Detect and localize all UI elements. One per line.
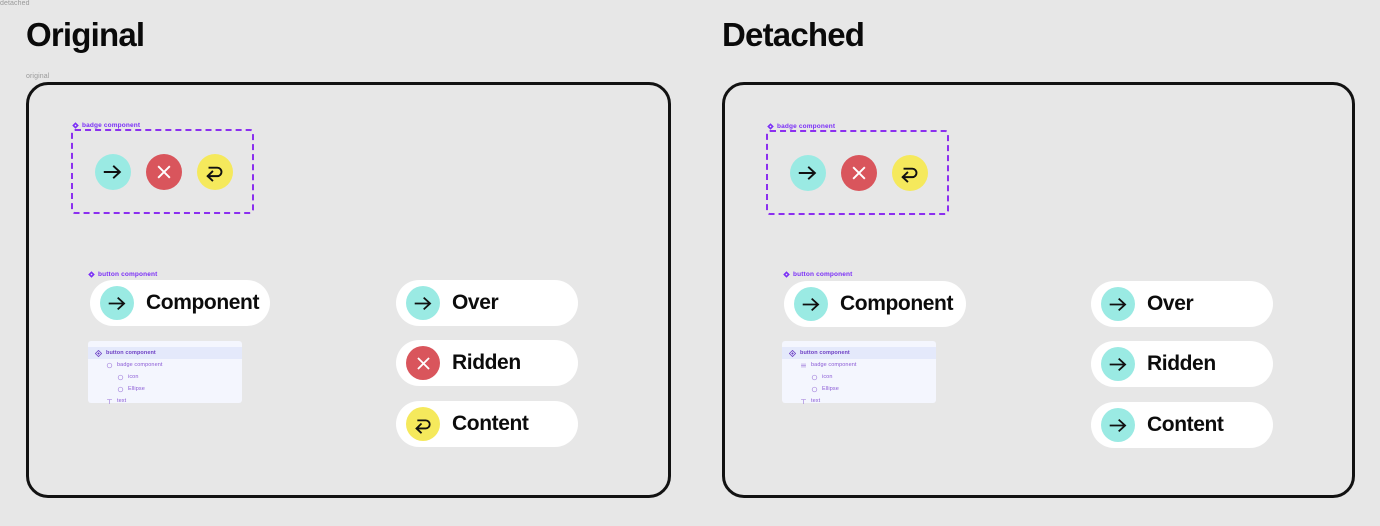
layer-label: Ellipse — [822, 386, 839, 392]
layer-row[interactable]: badge component — [782, 359, 936, 371]
badge-arrow-right-original[interactable] — [95, 153, 131, 190]
master-component-button-detached[interactable]: Component — [784, 281, 966, 327]
instance-button-text: Ridden — [1147, 352, 1216, 375]
layer-row[interactable]: button component — [88, 347, 242, 359]
instance-button-content-original[interactable]: Content — [396, 401, 578, 447]
component-circle-icon — [811, 386, 818, 392]
instance-button-content-detached[interactable]: Content — [1091, 402, 1273, 448]
arrow-right-icon — [414, 296, 431, 310]
layers-panel-original[interactable]: button component badge component icon El… — [88, 341, 242, 404]
instance-button-ridden-original[interactable]: Ridden — [396, 340, 578, 386]
badge-arrow-right-detached[interactable] — [790, 154, 826, 191]
instance-icon-close-x — [406, 346, 440, 380]
badge-selection-original[interactable] — [71, 129, 254, 214]
instance-icon-arrow-right — [1101, 287, 1135, 321]
layer-row[interactable]: text — [782, 395, 936, 407]
return-arrow-icon — [206, 166, 223, 182]
arrow-right-icon — [798, 165, 817, 180]
component-circle-icon — [811, 374, 818, 380]
close-x-icon — [852, 165, 866, 180]
instance-button-over-original[interactable]: Over — [396, 280, 578, 326]
instance-button-text: Content — [452, 412, 529, 435]
instance-button-text: Content — [1147, 413, 1224, 436]
instance-button-ridden-detached[interactable]: Ridden — [1091, 341, 1273, 387]
return-arrow-icon — [414, 418, 431, 434]
arrow-right-icon — [802, 297, 819, 311]
panel-original: Original original badge component — [26, 16, 671, 498]
text-type-icon — [801, 398, 806, 404]
master-component-button-text-original: Component — [146, 291, 260, 314]
instance-icon-arrow-right — [1101, 408, 1135, 442]
instance-button-over-detached[interactable]: Over — [1091, 281, 1273, 327]
layer-label: Ellipse — [128, 386, 145, 392]
button-component-label-text-detached: button component — [793, 271, 853, 278]
page-title-detached: Detached — [722, 16, 865, 53]
return-arrow-icon — [901, 167, 918, 183]
layer-row[interactable]: button component — [782, 347, 936, 359]
layer-label: button component — [106, 350, 156, 356]
page-title-original: Original — [26, 16, 145, 53]
frame-caption-original: original — [26, 73, 50, 80]
badge-component-label-text-detached: badge component — [777, 123, 836, 130]
button-icon-arrow-right — [100, 286, 134, 320]
arrow-right-icon — [1109, 418, 1126, 432]
layer-row[interactable]: icon — [782, 371, 936, 383]
layer-label: badge component — [811, 362, 857, 368]
badge-return-arrow-original[interactable] — [197, 153, 233, 190]
badge-close-x-original[interactable] — [146, 153, 182, 190]
layer-label: icon — [822, 374, 833, 380]
badge-selection-detached[interactable] — [766, 130, 949, 215]
component-circle-icon — [106, 362, 113, 368]
layer-row[interactable]: text — [88, 395, 242, 407]
instance-button-text: Ridden — [452, 351, 521, 374]
component-diamond-icon — [95, 349, 102, 357]
badge-component-label-detached[interactable]: badge component — [767, 123, 835, 130]
badge-component-label-text-original: badge component — [82, 122, 141, 129]
layers-panel-detached[interactable]: button component badge component icon El… — [782, 341, 936, 404]
instance-button-text: Over — [1147, 292, 1194, 315]
badge-close-x-detached[interactable] — [841, 154, 877, 191]
component-diamond-icon — [767, 123, 774, 130]
layer-row[interactable]: badge component — [88, 359, 242, 371]
layer-label: text — [811, 398, 821, 404]
component-diamond-icon — [789, 349, 796, 357]
panel-detached: Detached — [700, 0, 1380, 526]
component-diamond-icon — [783, 271, 790, 278]
component-diamond-icon — [88, 271, 95, 278]
layer-label: icon — [128, 374, 139, 380]
button-component-label-original[interactable]: button component — [88, 271, 157, 278]
arrow-right-icon — [108, 296, 125, 310]
layer-label: text — [117, 398, 127, 404]
arrow-right-icon — [103, 164, 122, 179]
component-circle-icon — [117, 374, 124, 380]
button-component-label-text-original: button component — [98, 271, 158, 278]
arrow-right-icon — [1109, 297, 1126, 311]
instance-icon-arrow-right — [1101, 347, 1135, 381]
close-x-icon — [157, 164, 171, 179]
frame-grid-icon — [801, 363, 806, 367]
layer-label: badge component — [117, 362, 163, 368]
instance-button-text: Over — [452, 291, 499, 314]
layer-row[interactable]: Ellipse — [88, 383, 242, 395]
button-icon-arrow-right — [794, 287, 828, 321]
layer-row[interactable]: icon — [88, 371, 242, 383]
master-component-button-text-detached: Component — [840, 292, 954, 315]
badge-return-arrow-detached[interactable] — [892, 154, 928, 191]
frame-caption-detached: detached — [0, 0, 30, 7]
instance-icon-return-arrow — [406, 407, 440, 441]
button-component-label-detached[interactable]: button component — [783, 271, 852, 278]
text-type-icon — [107, 398, 112, 404]
layer-label: button component — [800, 350, 850, 356]
arrow-right-icon — [1109, 357, 1126, 371]
instance-icon-arrow-right — [406, 286, 440, 320]
component-circle-icon — [117, 386, 124, 392]
master-component-button-original[interactable]: Component — [90, 280, 270, 326]
component-diamond-icon — [72, 122, 79, 129]
layer-row[interactable]: Ellipse — [782, 383, 936, 395]
badge-component-label-original[interactable]: badge component — [72, 122, 140, 129]
close-x-icon — [416, 356, 430, 370]
